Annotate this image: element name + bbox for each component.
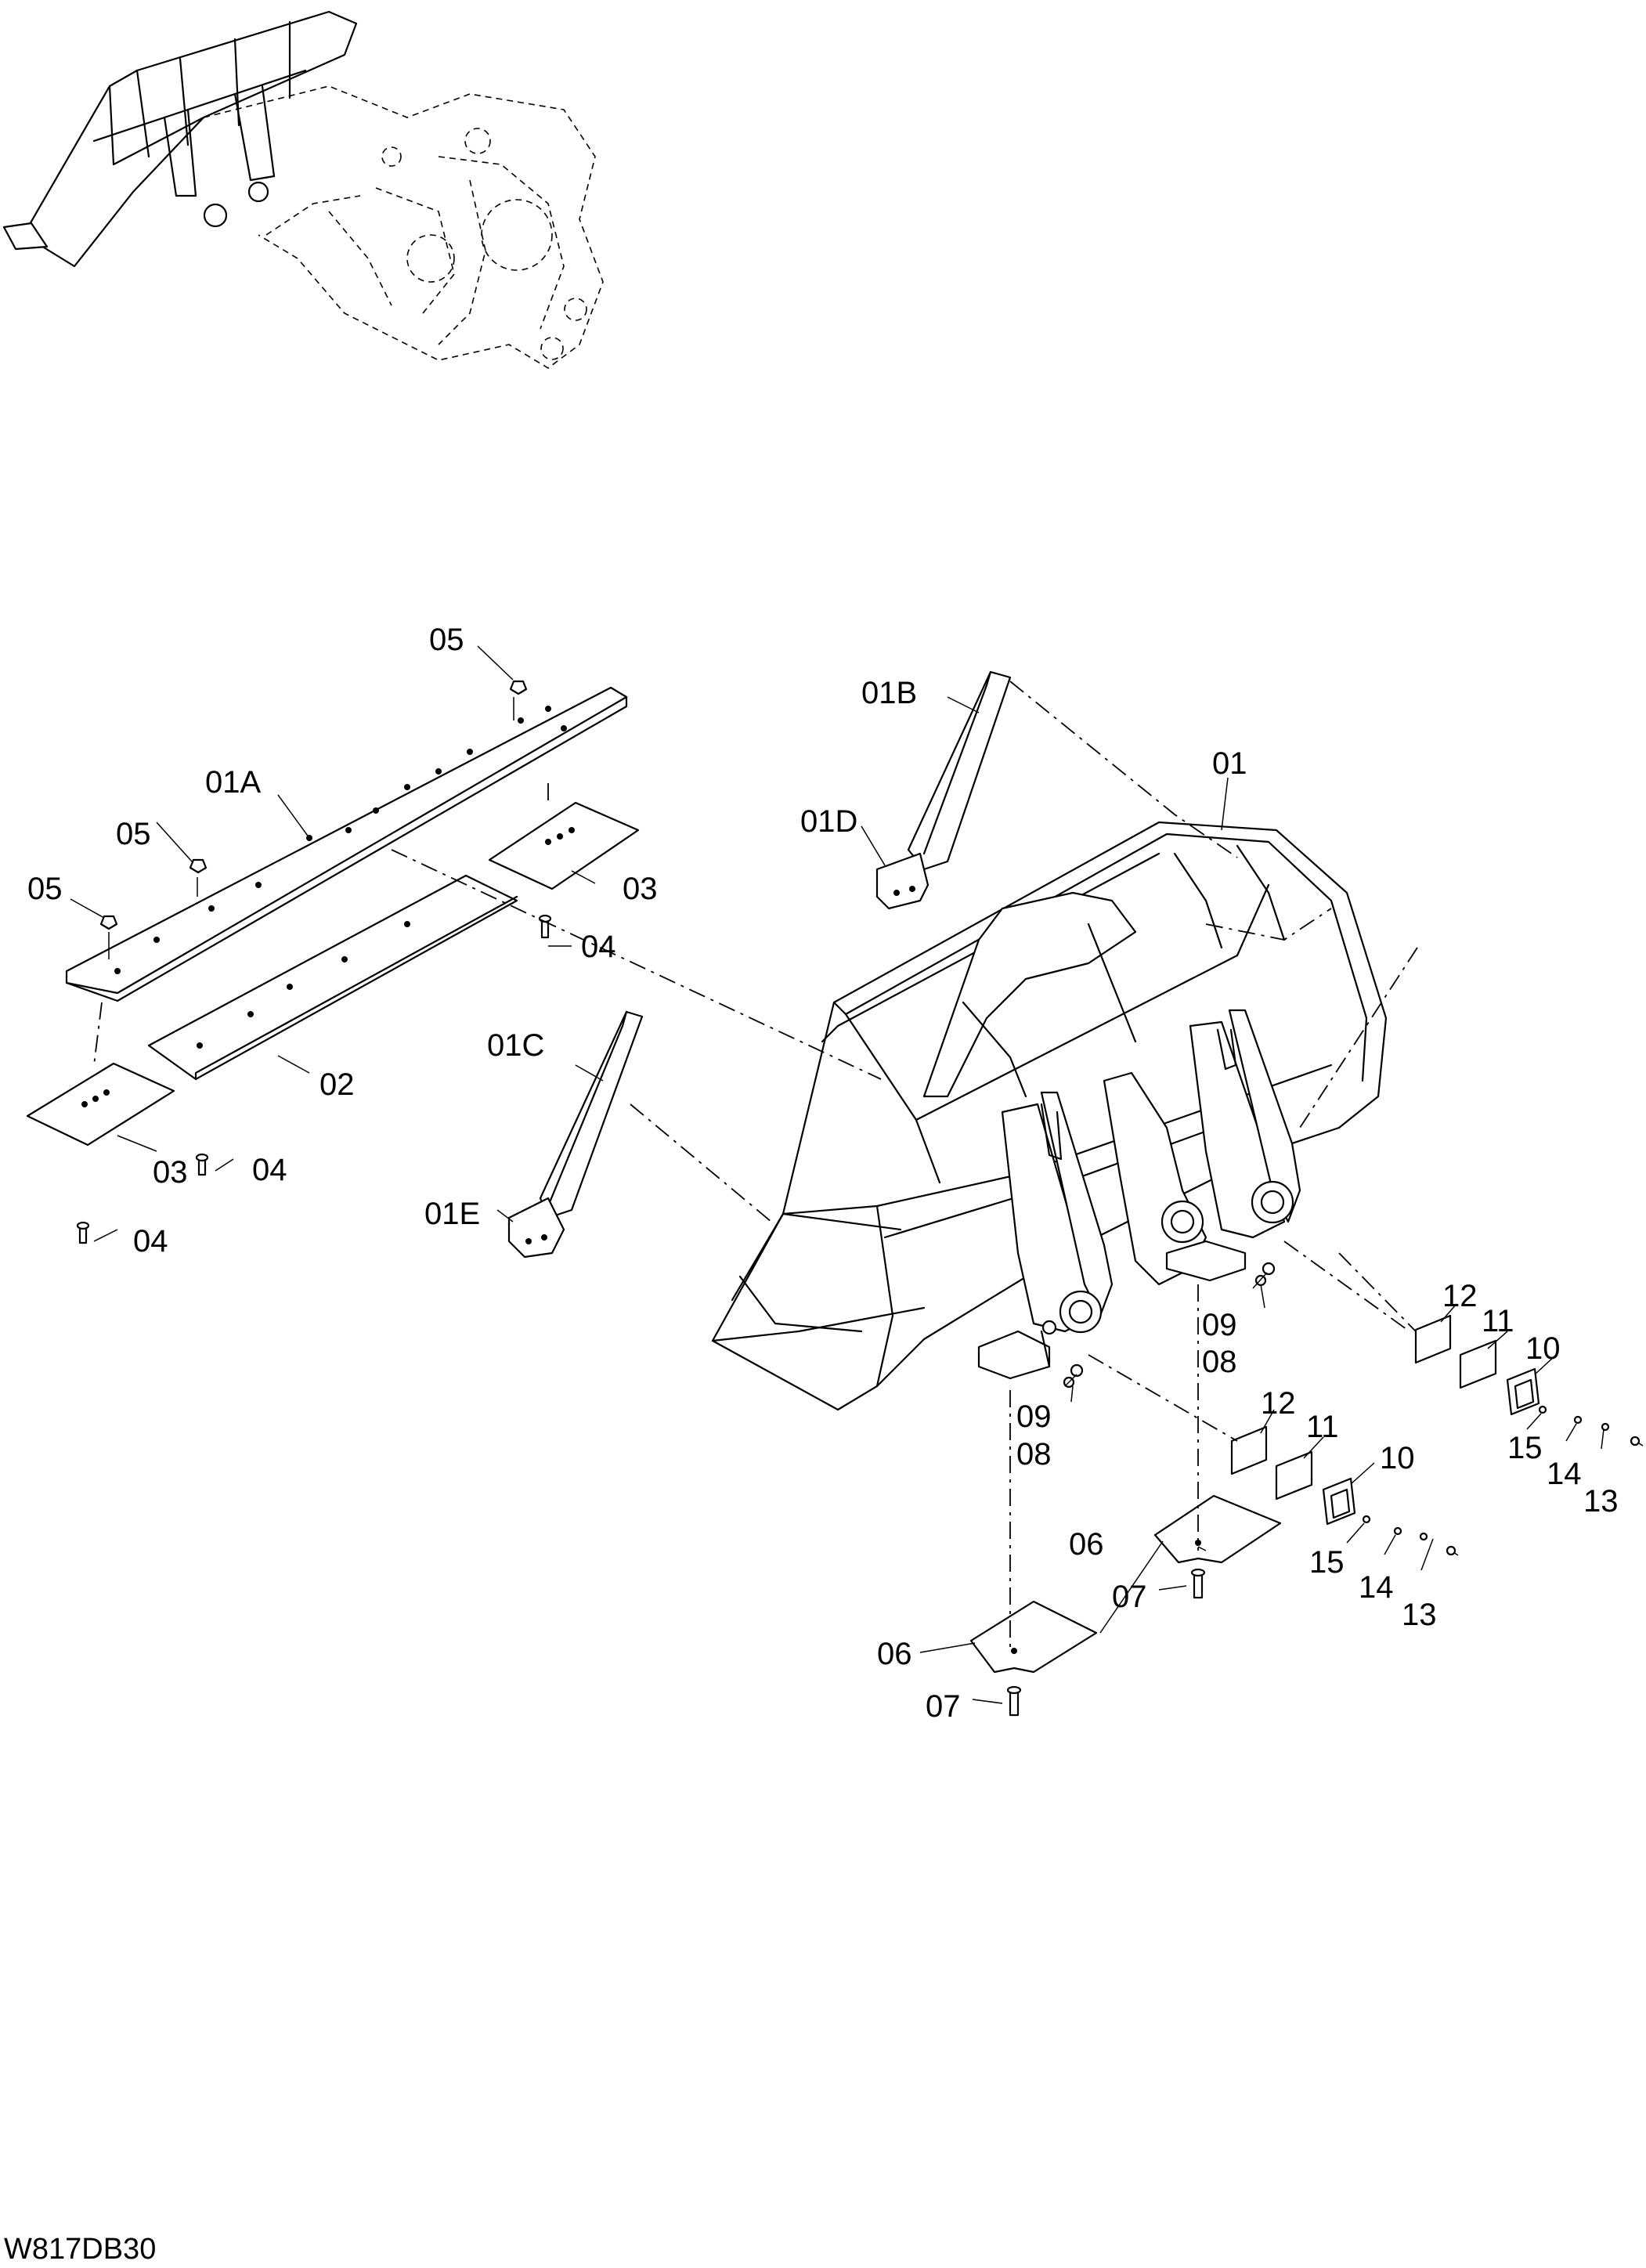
label-14-lower: 14 — [1359, 1570, 1394, 1605]
label-04-upper: 04 — [581, 930, 616, 964]
label-07-left: 07 — [926, 1689, 961, 1724]
callout-labels: 01 01A 01B 01C 01D 01E 02 03 03 04 04 04… — [27, 623, 1619, 1724]
label-01E: 01E — [424, 1197, 480, 1231]
shim-stack-lower — [1230, 1425, 1459, 1556]
label-01: 01 — [1212, 746, 1247, 781]
label-08-left: 08 — [1016, 1437, 1052, 1472]
label-03-lower: 03 — [153, 1155, 188, 1190]
side-cutter-01B — [907, 670, 1012, 871]
label-05-left: 05 — [27, 872, 63, 906]
label-01A: 01A — [205, 765, 261, 800]
shim-stack-upper — [1414, 1314, 1644, 1446]
side-cutter-01D — [875, 852, 929, 910]
label-11-lower: 11 — [1306, 1410, 1339, 1444]
cutting-edge-02 — [147, 874, 518, 1081]
pin-boss-1 — [1059, 1290, 1103, 1334]
drawing-code: W817DB30 — [4, 2233, 156, 2266]
side-cutter-01E — [507, 1197, 565, 1259]
stopper-06-left — [969, 1600, 1098, 1717]
stopper-06-right — [1153, 1494, 1282, 1599]
pin-boss-2 — [1161, 1200, 1204, 1244]
end-bit-03-lower — [26, 1062, 175, 1147]
label-11-upper: 11 — [1482, 1304, 1514, 1338]
label-13-lower: 13 — [1402, 1598, 1437, 1632]
label-06-right: 06 — [1069, 1527, 1104, 1562]
nuts-05 — [99, 680, 528, 930]
bolts-04 — [76, 914, 552, 1244]
label-05-middle: 05 — [116, 817, 151, 851]
label-09-left: 09 — [1016, 1399, 1052, 1434]
label-08-right: 08 — [1202, 1345, 1237, 1379]
label-04-middle: 04 — [252, 1153, 287, 1187]
assembly-lines — [93, 681, 1418, 1652]
label-15-lower: 15 — [1309, 1545, 1345, 1580]
label-07-right: 07 — [1112, 1580, 1147, 1614]
label-06-left: 06 — [877, 1637, 912, 1671]
label-10-lower: 10 — [1380, 1441, 1415, 1475]
label-15-upper: 15 — [1507, 1431, 1543, 1465]
label-09-right: 09 — [1202, 1308, 1237, 1342]
label-14-upper: 14 — [1547, 1457, 1582, 1491]
label-10-upper: 10 — [1525, 1331, 1561, 1366]
pin-boss-3 — [1251, 1180, 1294, 1224]
label-04-lower: 04 — [133, 1224, 168, 1259]
label-05-top: 05 — [429, 623, 464, 657]
label-12-lower: 12 — [1261, 1386, 1296, 1421]
overview-thumbnail — [2, 10, 604, 369]
label-12-upper: 12 — [1442, 1279, 1478, 1313]
leader-lines — [70, 645, 1604, 1704]
label-01D: 01D — [800, 804, 857, 839]
label-03-upper: 03 — [623, 872, 658, 906]
end-bit-03-upper — [488, 801, 640, 890]
side-cutter-01C — [539, 1010, 644, 1219]
label-01B: 01B — [861, 676, 917, 710]
label-13-upper: 13 — [1583, 1484, 1619, 1519]
bucket-assembly — [711, 821, 1388, 1411]
label-02: 02 — [319, 1067, 355, 1102]
label-01C: 01C — [487, 1028, 544, 1063]
